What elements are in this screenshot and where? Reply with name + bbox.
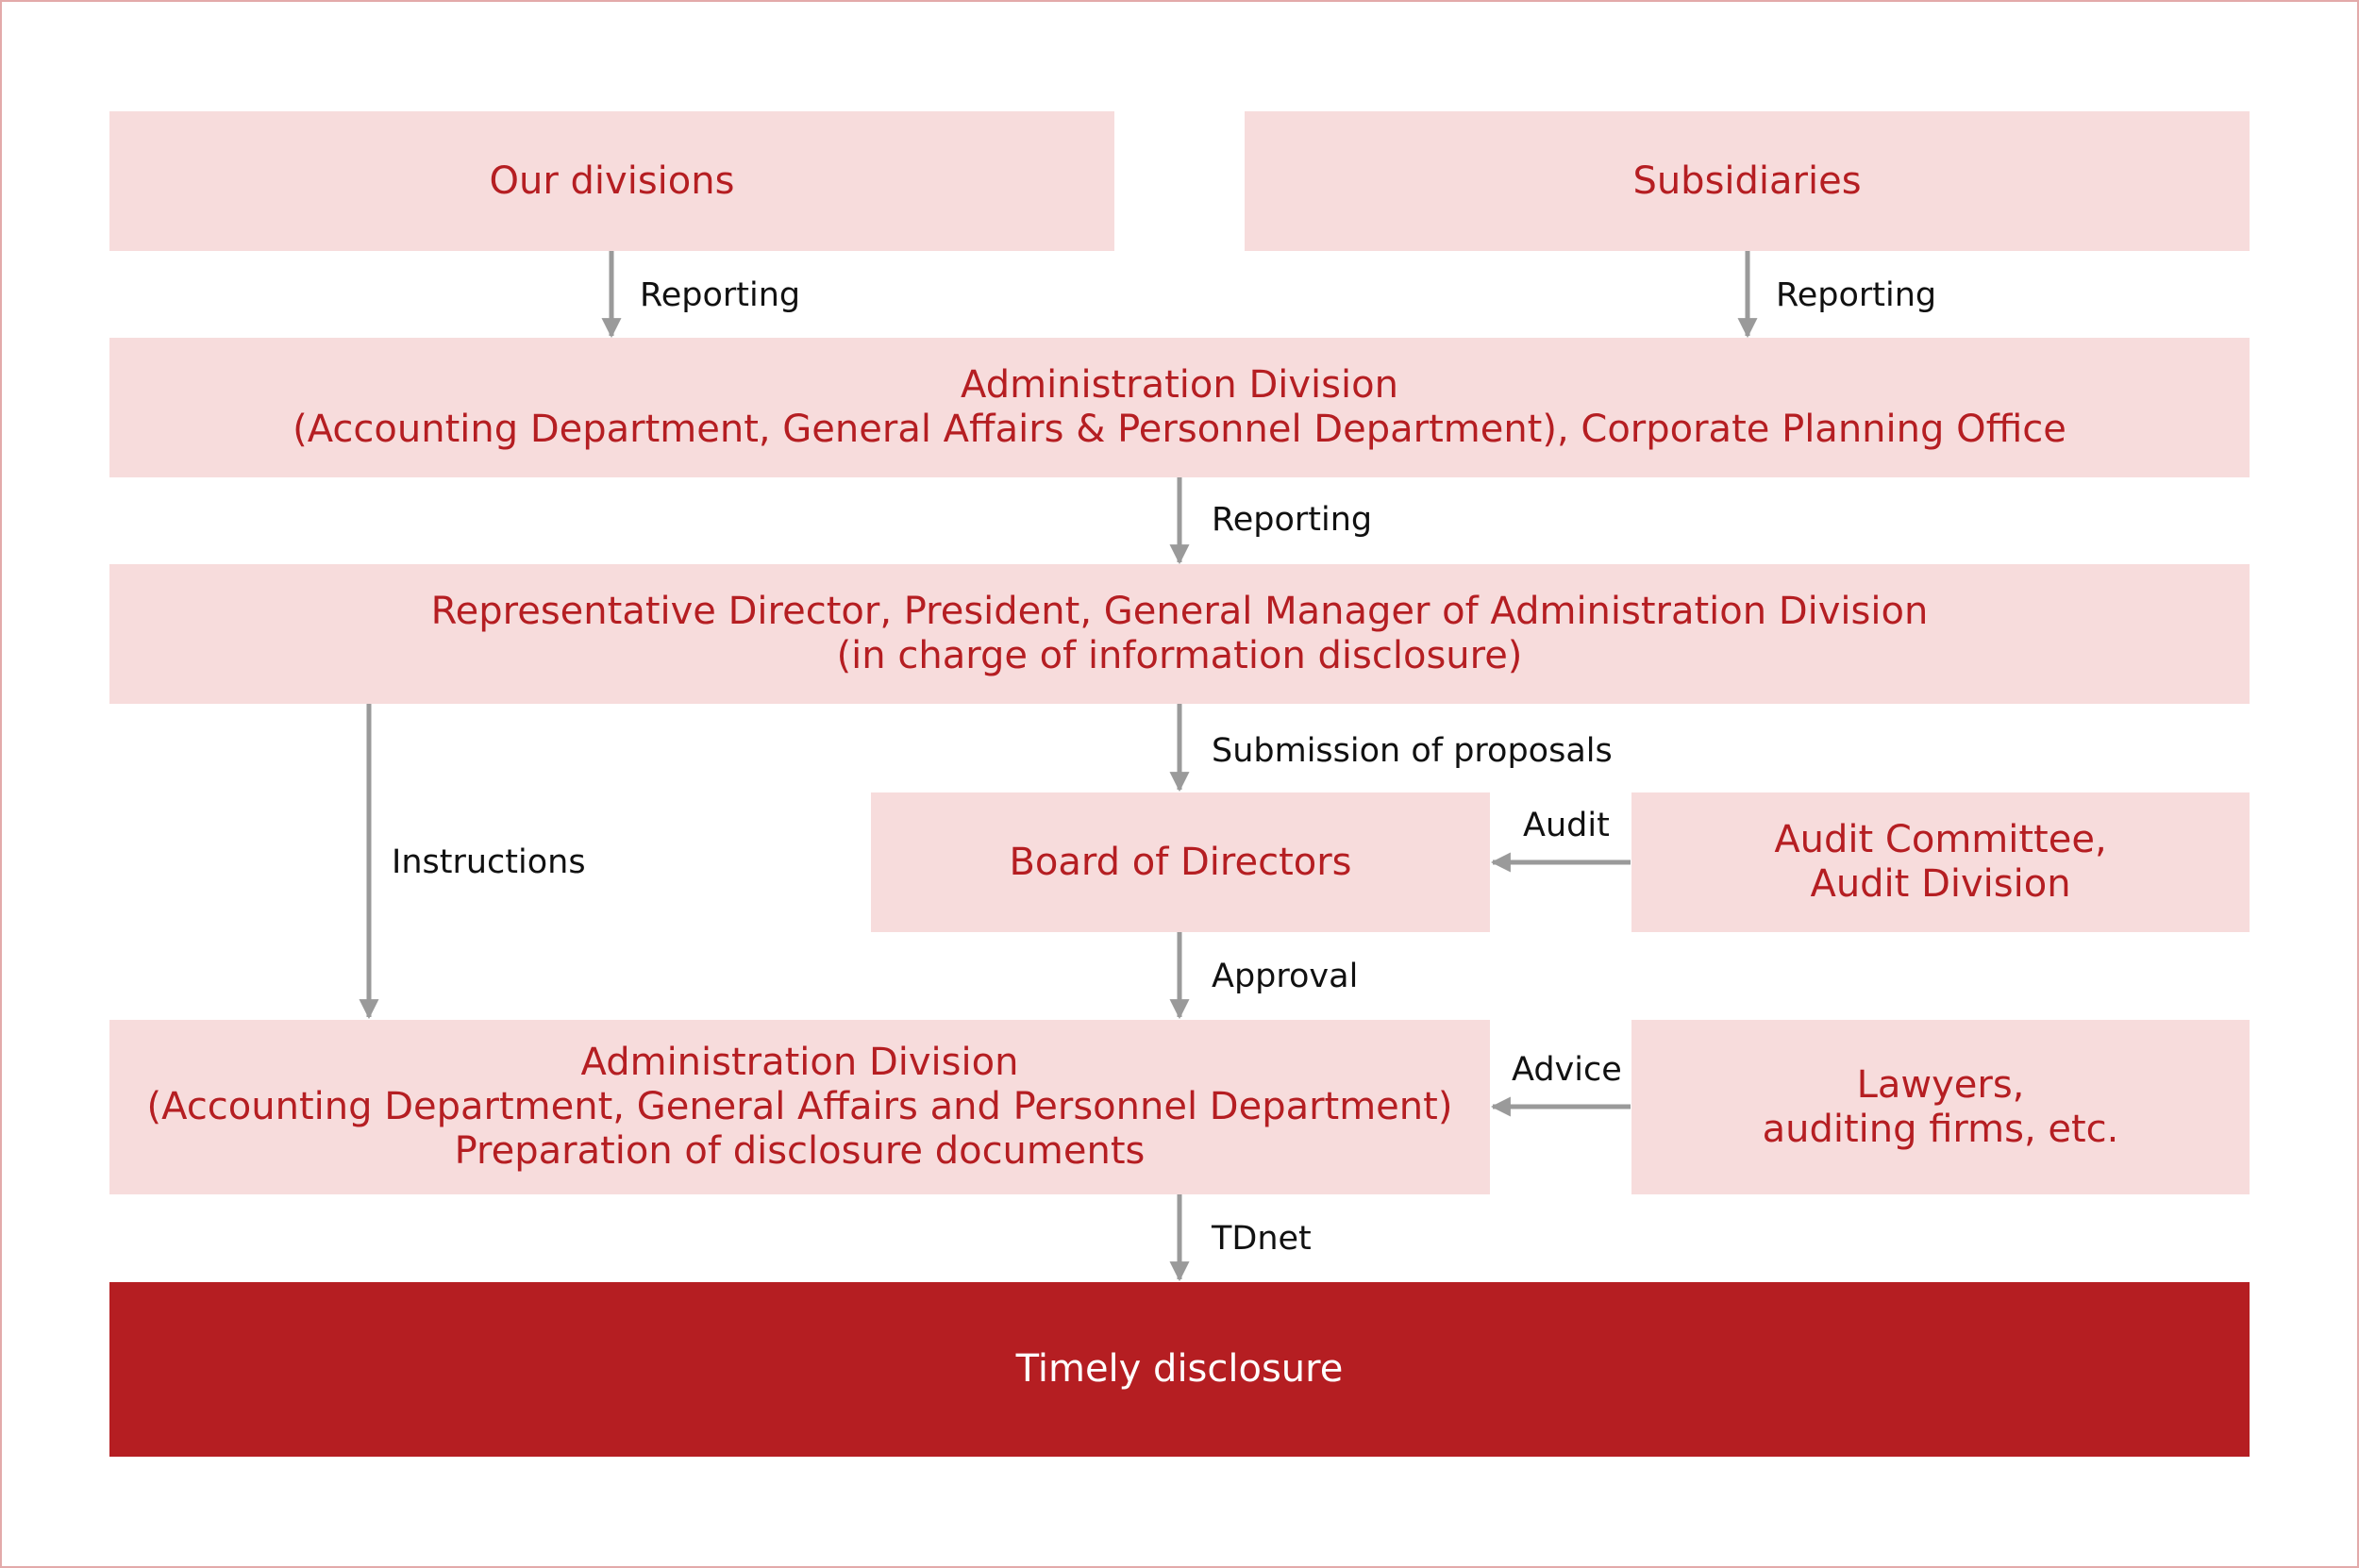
node-timely-disclosure: Timely disclosure: [109, 1282, 2250, 1457]
edge-label-instructions: Instructions: [392, 843, 586, 881]
node-admin-division-top: Administration Division (Accounting Depa…: [109, 338, 2250, 477]
edge-label-reporting-right: Reporting: [1776, 276, 1937, 314]
node-lawyers-line-1: Lawyers,: [1856, 1062, 2025, 1107]
edge-label-reporting-center: Reporting: [1212, 501, 1373, 539]
node-admin-division-top-line-1: Administration Division: [961, 363, 1398, 408]
edge-label-submission: Submission of proposals: [1212, 732, 1613, 770]
node-our-divisions-label: Our divisions: [489, 158, 735, 203]
node-audit-committee-line-1: Audit Committee,: [1774, 818, 2107, 862]
edge-label-advice: Advice: [1512, 1051, 1622, 1089]
node-timely-disclosure-label: Timely disclosure: [1015, 1347, 1344, 1392]
node-subsidiaries-label: Subsidiaries: [1632, 158, 1862, 203]
node-lawyers-line-2: auditing firms, etc.: [1762, 1107, 2119, 1151]
node-admin-division-bottom-line-2: (Accounting Department, General Affairs …: [146, 1085, 1453, 1129]
node-admin-division-top-line-2: (Accounting Department, General Affairs …: [293, 408, 2066, 451]
node-representative-director-line-2: (in charge of information disclosure): [836, 634, 1523, 677]
edge-label-tdnet: TDnet: [1212, 1220, 1312, 1258]
node-our-divisions: Our divisions: [109, 111, 1114, 251]
edge-label-audit: Audit: [1523, 807, 1610, 844]
node-subsidiaries: Subsidiaries: [1245, 111, 2250, 251]
node-lawyers: Lawyers, auditing firms, etc.: [1631, 1020, 2250, 1194]
node-representative-director: Representative Director, President, Gene…: [109, 564, 2250, 704]
node-admin-division-bottom: Administration Division (Accounting Depa…: [109, 1020, 1490, 1194]
node-representative-director-line-1: Representative Director, President, Gene…: [430, 590, 1929, 634]
node-board-of-directors-label: Board of Directors: [1009, 840, 1352, 884]
node-board-of-directors: Board of Directors: [871, 792, 1490, 932]
node-audit-committee: Audit Committee, Audit Division: [1631, 792, 2250, 932]
edge-label-reporting-left: Reporting: [640, 276, 801, 314]
node-admin-division-bottom-line-1: Administration Division: [580, 1041, 1019, 1085]
node-audit-committee-line-2: Audit Division: [1810, 862, 2071, 906]
node-admin-division-bottom-line-3: Preparation of disclosure documents: [454, 1128, 1146, 1173]
edge-label-approval: Approval: [1212, 958, 1359, 995]
